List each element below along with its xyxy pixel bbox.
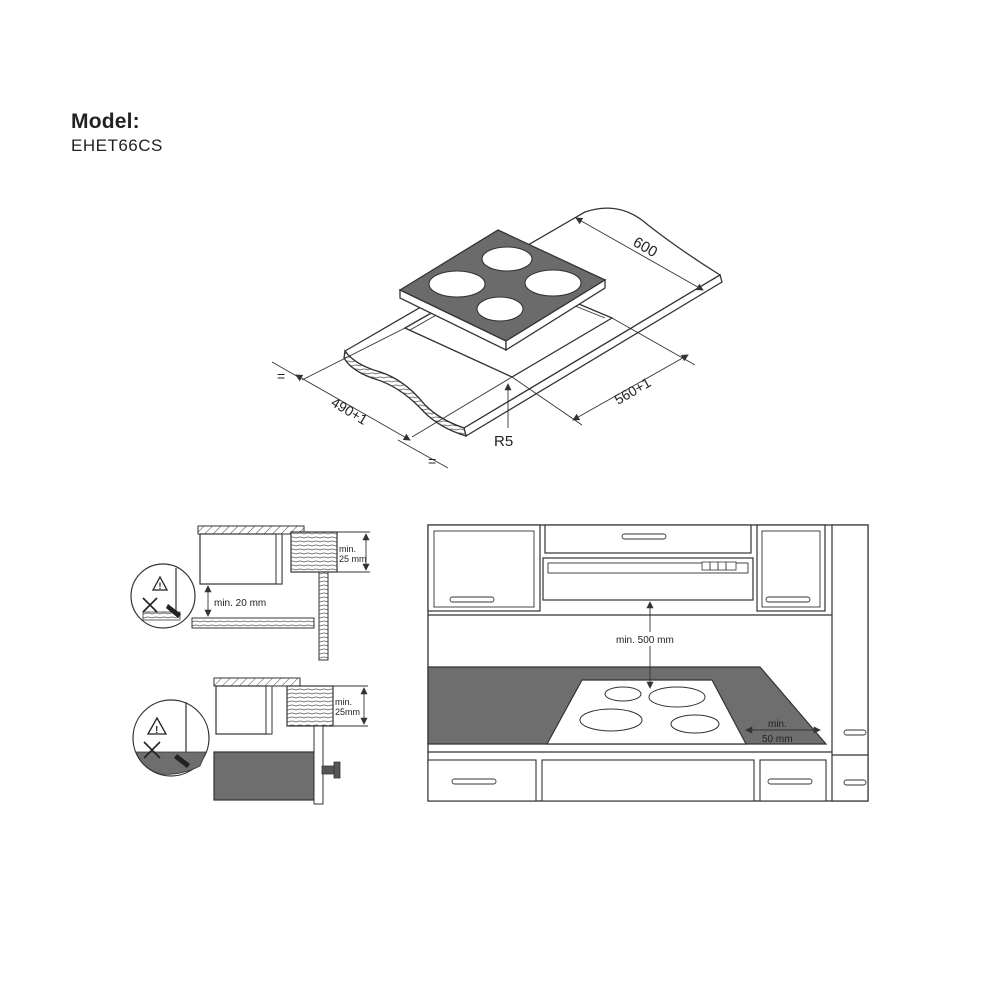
min-25mm-b-label-2: 25mm	[335, 707, 360, 717]
dim-560-label: 560+1	[612, 374, 654, 408]
section-detail-bottom: min. 25mm !	[132, 677, 368, 805]
min-25mm-b-label-1: min.	[335, 697, 352, 707]
kitchen-clearance-diagram: min. 500 mm min. 50 mm	[427, 524, 869, 802]
model-value: EHET66CS	[71, 136, 163, 155]
zone-front	[476, 296, 524, 322]
equal-mark-bottom: =	[428, 453, 436, 469]
min-50mm-label-1: min.	[768, 719, 787, 730]
min-25mm-label-2: 25 mm	[339, 554, 367, 564]
section-detail-top: min. 20 mm min. 25 mm !	[130, 525, 370, 661]
zone-left	[428, 270, 486, 298]
min-25mm-label-1: min.	[339, 544, 356, 554]
min-20mm-label: min. 20 mm	[214, 598, 266, 609]
model-label: Model:	[71, 110, 140, 133]
dim-490-label: 490+1	[328, 394, 370, 428]
cross-icon	[142, 597, 158, 613]
r5-label: R5	[494, 433, 513, 450]
cross-icon-2	[143, 741, 161, 759]
min-500mm-label: min. 500 mm	[616, 635, 674, 646]
zone-right	[524, 269, 582, 297]
svg-text:!: !	[155, 725, 158, 736]
warning-triangle-icon	[151, 575, 169, 591]
kitchen-hob	[545, 679, 747, 745]
cutout-isometric: 600 490+1 = = 560+1 R5	[271, 207, 723, 469]
svg-text:!: !	[159, 581, 162, 591]
zone-back	[481, 246, 533, 272]
warning-triangle-icon-2	[146, 716, 168, 735]
min-50mm-label-2: 50 mm	[762, 734, 793, 745]
equal-mark-left: =	[277, 368, 285, 384]
